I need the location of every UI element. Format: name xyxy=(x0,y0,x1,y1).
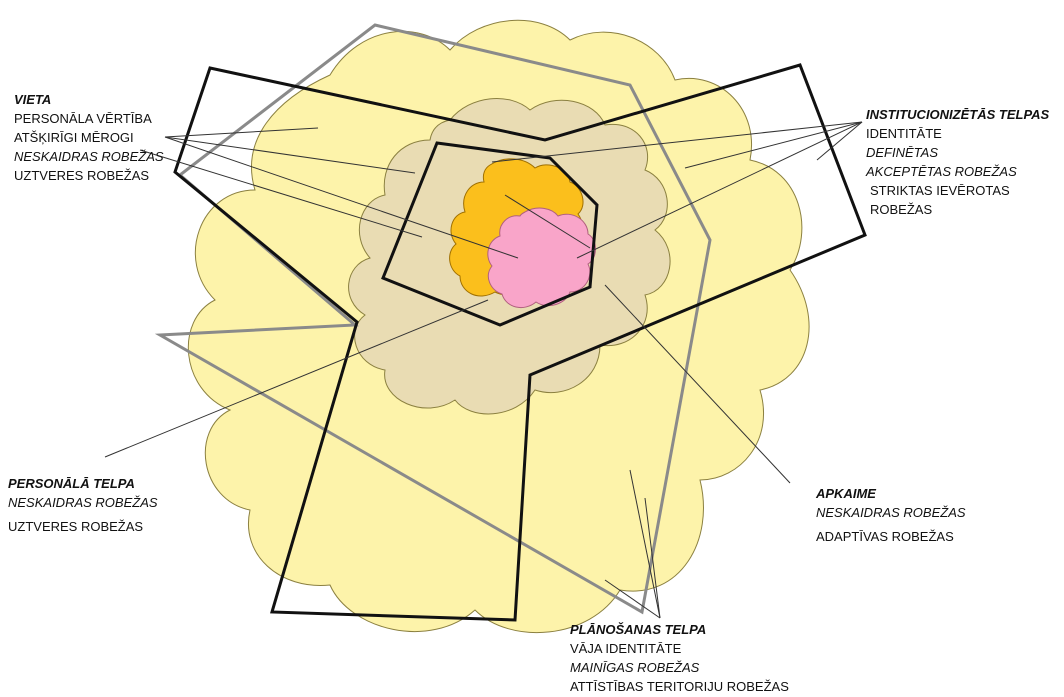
label-institucionizetas: INSTITUCIONIZĒTĀS TELPAS IDENTITĀTE DEFI… xyxy=(866,105,1049,219)
label-planosanas-line: MAINĪGAS ROBEŽAS xyxy=(570,658,789,677)
label-personala-line: UZTVERES ROBEŽAS xyxy=(8,517,158,536)
label-planosanas-title: PLĀNOŠANAS TELPA xyxy=(570,620,789,639)
label-institucionizetas-line: ROBEŽAS xyxy=(866,200,1049,219)
label-apkaime-title: APKAIME xyxy=(816,484,966,503)
label-personala-line: NESKAIDRAS ROBEŽAS xyxy=(8,493,158,512)
label-apkaime-line: ADAPTĪVAS ROBEŽAS xyxy=(816,527,966,546)
label-vieta-line: PERSONĀLA VĒRTĪBA xyxy=(14,109,164,128)
label-institucionizetas-line: IDENTITĀTE xyxy=(866,124,1049,143)
label-institucionizetas-line: DEFINĒTAS xyxy=(866,143,1049,162)
label-apkaime: APKAIME NESKAIDRAS ROBEŽAS ADAPTĪVAS ROB… xyxy=(816,484,966,546)
label-apkaime-line: NESKAIDRAS ROBEŽAS xyxy=(816,503,966,522)
label-planosanas: PLĀNOŠANAS TELPA VĀJA IDENTITĀTE MAINĪGA… xyxy=(570,620,789,696)
label-planosanas-line: VĀJA IDENTITĀTE xyxy=(570,639,789,658)
label-vieta: VIETA PERSONĀLA VĒRTĪBA ATŠĶIRĪGI MĒROGI… xyxy=(14,90,164,185)
label-vieta-title: VIETA xyxy=(14,90,164,109)
label-institucionizetas-title: INSTITUCIONIZĒTĀS TELPAS xyxy=(866,105,1049,124)
label-vieta-line: NESKAIDRAS ROBEŽAS xyxy=(14,147,164,166)
label-vieta-line: ATŠĶIRĪGI MĒROGI xyxy=(14,128,164,147)
label-personala-title: PERSONĀLĀ TELPA xyxy=(8,474,158,493)
label-personala: PERSONĀLĀ TELPA NESKAIDRAS ROBEŽAS UZTVE… xyxy=(8,474,158,536)
label-planosanas-line: ATTĪSTĪBAS TERITORIJU ROBEŽAS xyxy=(570,677,789,696)
label-vieta-line: UZTVERES ROBEŽAS xyxy=(14,166,164,185)
label-institucionizetas-line: AKCEPTĒTAS ROBEŽAS xyxy=(866,162,1049,181)
label-institucionizetas-line: STRIKTAS IEVĒROTAS xyxy=(866,181,1049,200)
